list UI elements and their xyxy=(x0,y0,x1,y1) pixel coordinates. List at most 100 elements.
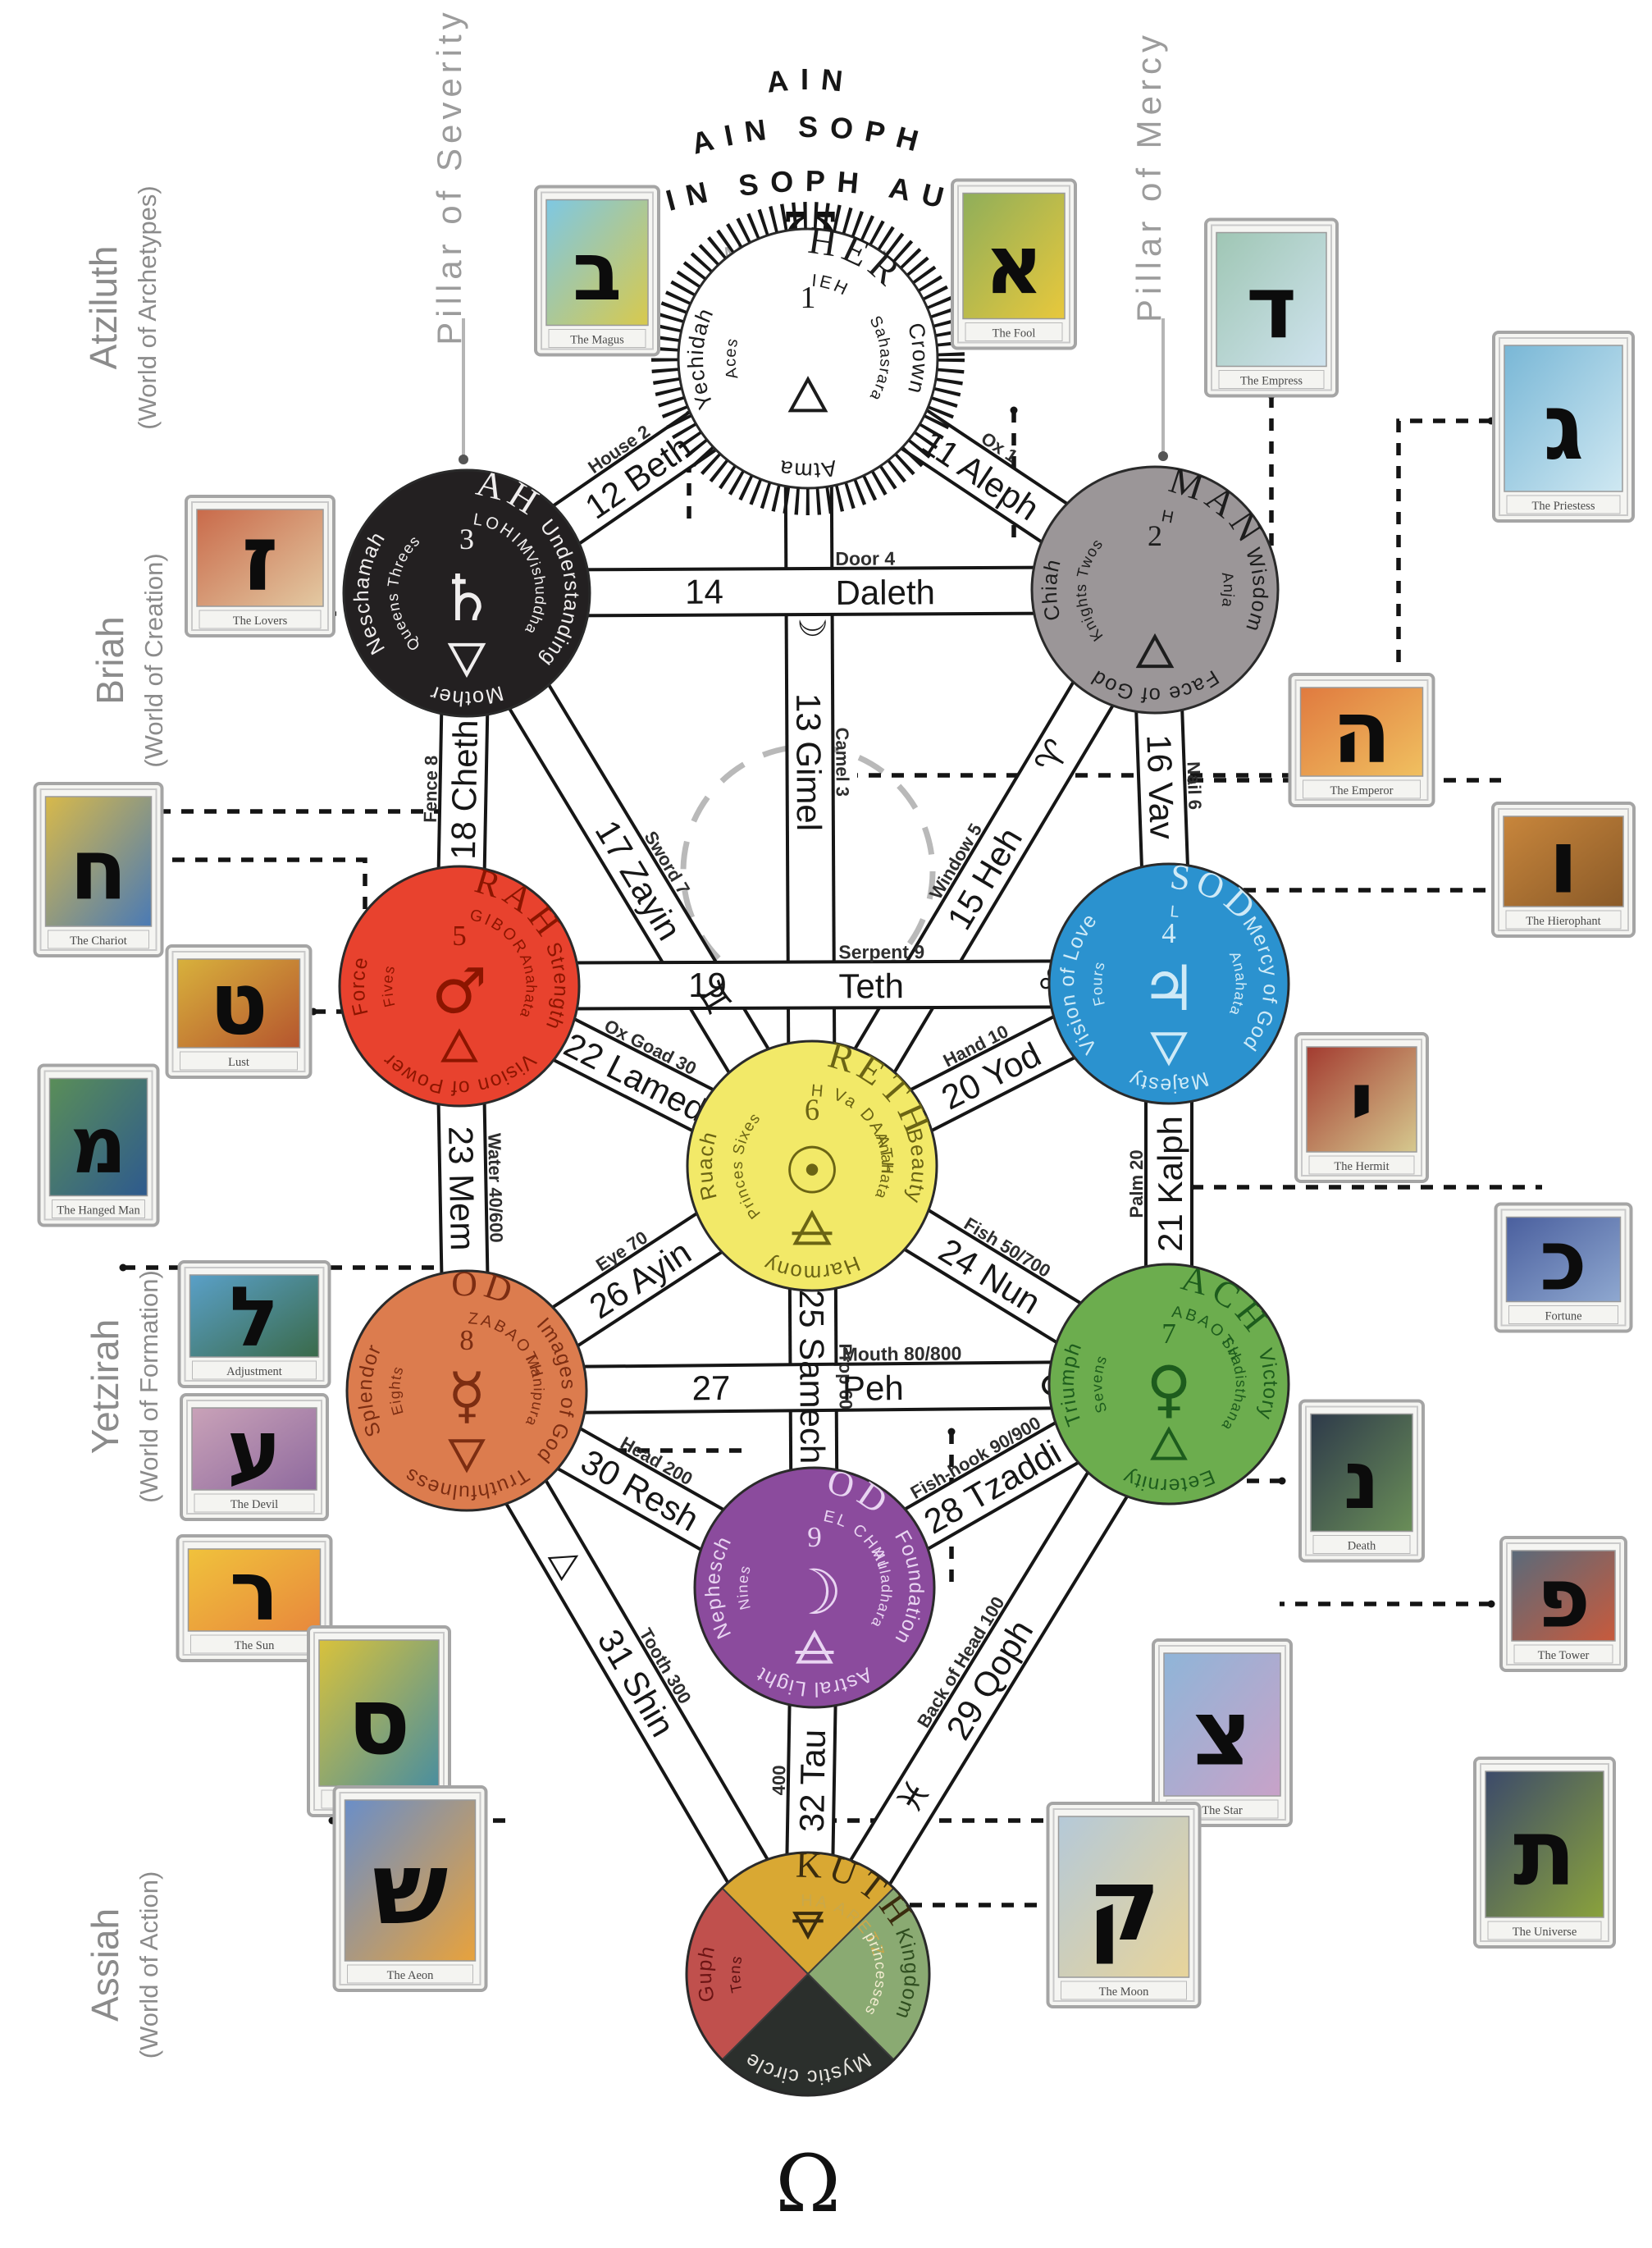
card-art xyxy=(189,1274,320,1358)
sephira-circle-geburah xyxy=(338,865,581,1108)
sephira-card-rank: Aces xyxy=(721,336,742,381)
world-subtitle: (World of Archetypes) xyxy=(133,185,162,429)
card-hebrew-letter: ק xyxy=(1087,1847,1161,1963)
card-art xyxy=(1216,231,1327,368)
pillar-lines xyxy=(459,318,1168,464)
sephira-bottom-word: Atma xyxy=(777,455,838,483)
card-art xyxy=(1511,1550,1616,1642)
card-hebrew-letter: ס xyxy=(347,1667,410,1775)
card-title: The Empress xyxy=(1240,375,1303,388)
card-hebrew-letter: ז xyxy=(242,505,279,612)
card-hebrew-letter: צ xyxy=(1193,1680,1252,1786)
card-hebrew-letter: א xyxy=(984,218,1043,313)
sephira-number-netzach: 7 xyxy=(1161,1318,1176,1350)
sephira-malkuth: MALKUTHKingdomMystic circleGuphADONAI HA… xyxy=(685,1844,931,2097)
world-yetzirah: Yetzirah (World of Formation) xyxy=(84,1270,163,1503)
sephira-netzach: NETZACHVictoryEeternityTriumph7YHVH TZAB… xyxy=(1047,1259,1290,1506)
card-title: Fortune xyxy=(1545,1310,1581,1323)
sephira-chakra: Anja xyxy=(1219,571,1238,610)
sephira-hod: HODImages of GodTruthfulnessSplendor8ELO… xyxy=(345,1264,588,1512)
world-assiah: Assiah (World of Action) xyxy=(84,1871,163,2059)
card-art xyxy=(1306,1046,1417,1153)
connector-dashed-line xyxy=(857,418,1491,778)
svg-text:Peh: Peh xyxy=(842,1368,904,1408)
sephira-left-word: Chiah xyxy=(1038,557,1066,624)
tarot-card-the-moon: ק The Moon xyxy=(1046,1802,1202,2008)
card-art xyxy=(1310,1413,1413,1533)
card-hebrew-letter: ה xyxy=(1332,682,1392,783)
svg-text:32 Tau: 32 Tau xyxy=(792,1729,833,1832)
svg-text:Water 40/600: Water 40/600 xyxy=(484,1133,506,1243)
card-hebrew-letter: ג xyxy=(1543,374,1584,481)
sephirot: KETHERCrownAtmaYechidah1EHEIEHSahasraraA… xyxy=(338,202,1290,2097)
card-hebrew-letter: ע xyxy=(227,1402,282,1498)
sephira-planet-symbol-yesod: ☽ xyxy=(787,1556,842,1629)
card-title: The Emperor xyxy=(1330,784,1394,797)
sephira-circle-chokmah xyxy=(1030,465,1280,715)
world-subtitle: (World of Creation) xyxy=(139,553,168,767)
svg-text:400: 400 xyxy=(769,1765,790,1795)
sephira-planet-symbol-binah: ♄ xyxy=(438,562,495,636)
card-art xyxy=(1503,816,1624,907)
card-art xyxy=(545,199,649,327)
card-hebrew-letter: ו xyxy=(1549,812,1579,914)
card-hebrew-letter: ת xyxy=(1513,1800,1577,1907)
sephira-number-chokmah: 2 xyxy=(1148,519,1162,552)
card-title: The Aeon xyxy=(387,1969,435,1982)
card-art xyxy=(44,796,153,927)
card-title: The Universe xyxy=(1513,1926,1577,1939)
sephira-planet-symbol-geburah: ♂ xyxy=(431,955,487,1027)
card-title: The Hanged Man xyxy=(57,1204,140,1218)
card-hebrew-letter: ד xyxy=(1246,258,1297,359)
svg-text:27: 27 xyxy=(691,1368,730,1407)
daath-hidden-sephira xyxy=(680,743,936,999)
card-art xyxy=(962,192,1066,320)
sephira-geburah: GEBURAHStrengthVision of PowerForce5ELOH… xyxy=(338,861,581,1108)
svg-text:Mouth 80/800: Mouth 80/800 xyxy=(842,1342,962,1364)
svg-text:16 Vav: 16 Vav xyxy=(1139,733,1181,839)
card-title: The Moon xyxy=(1099,1985,1150,1999)
card-title: Adjustment xyxy=(226,1365,282,1378)
sephira-planet-symbol-hod: ☿ xyxy=(448,1359,486,1432)
card-art xyxy=(318,1639,440,1787)
svg-text:Camel 3: Camel 3 xyxy=(832,728,852,797)
svg-text:21 Kalph: 21 Kalph xyxy=(1151,1116,1189,1252)
sephira-left-word: Force xyxy=(347,954,373,1017)
sephira-number-geburah: 5 xyxy=(452,920,467,952)
svg-text:Teth: Teth xyxy=(838,966,904,1005)
svg-text:18 Cheth: 18 Cheth xyxy=(444,720,485,860)
ain-text: AIN xyxy=(765,62,856,99)
card-art xyxy=(344,1799,477,1962)
svg-text:Fence 8: Fence 8 xyxy=(420,756,442,823)
card-hebrew-letter: ר xyxy=(230,1543,279,1639)
tarot-card-the-universe: ת The Universe xyxy=(1473,1757,1616,1949)
pillar-severity-label: Pillar of Severity xyxy=(430,7,468,345)
sephira-circle-binah xyxy=(342,468,591,718)
svg-text:19: 19 xyxy=(688,966,727,1004)
svg-text:13 Gimel: 13 Gimel xyxy=(789,693,828,831)
svg-text:Serpent 9: Serpent 9 xyxy=(838,941,924,962)
card-hebrew-letter: נ xyxy=(1344,1433,1380,1528)
sephira-binah: BINAHUnderstandingMotherNeschamah3YHVH E… xyxy=(342,462,591,718)
sephira-number-tiphareth: 6 xyxy=(805,1093,819,1126)
sephira-card-rank: Fours xyxy=(1088,959,1108,1007)
sephira-card-rank: Nines xyxy=(733,1563,754,1611)
sephira-number-chesed: 4 xyxy=(1161,917,1176,949)
sephira-circle-kether xyxy=(677,227,939,490)
card-title: Death xyxy=(1348,1540,1376,1553)
card-title: The Priestess xyxy=(1532,500,1595,513)
sephira-kether: KETHERCrownAtmaYechidah1EHEIEHSahasraraA… xyxy=(651,202,965,515)
path-label-13: Camel 313 Gimel☽ xyxy=(789,606,853,831)
svg-text:Palm 20: Palm 20 xyxy=(1126,1149,1147,1218)
svg-text:Door 4: Door 4 xyxy=(835,548,895,569)
card-hebrew-letter: ב xyxy=(573,225,622,319)
sephira-number-binah: 3 xyxy=(459,523,474,555)
